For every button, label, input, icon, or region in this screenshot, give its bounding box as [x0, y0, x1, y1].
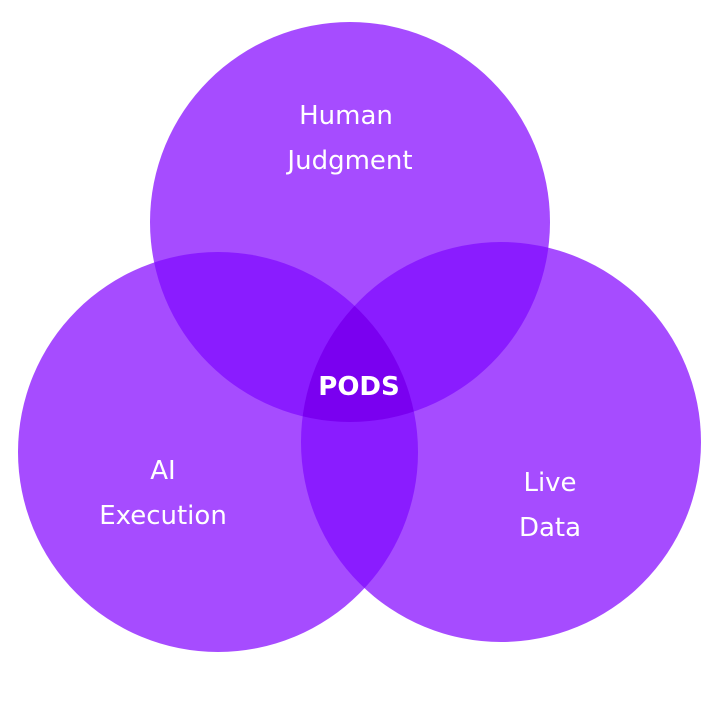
overlap-human-data [301, 242, 550, 422]
overlap-human-ai [150, 252, 418, 422]
label-ai: AI [150, 456, 175, 486]
label-execution: Execution [99, 501, 227, 531]
label-data: Data [519, 513, 581, 543]
label-live: Live [523, 468, 576, 498]
label-pods: PODS [318, 372, 399, 402]
label-human: Human [299, 101, 393, 131]
label-judgment: Judgment [285, 146, 412, 176]
